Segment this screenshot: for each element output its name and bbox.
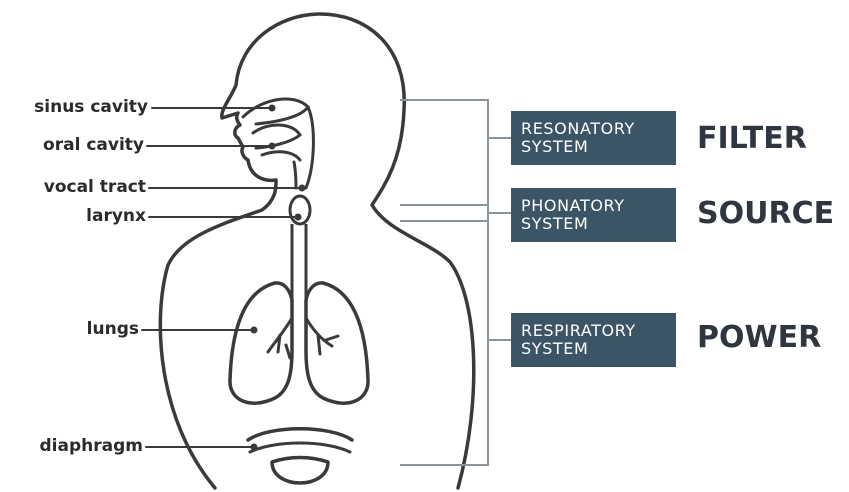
phonatory-line1: PHONATORY <box>521 197 676 215</box>
power-label: POWER <box>697 321 821 355</box>
larynx-label: larynx <box>4 206 146 226</box>
vocal-tract-front <box>294 162 296 188</box>
right-lung <box>306 283 368 403</box>
diaphragm-label: diaphragm <box>4 436 143 456</box>
vocal-tract-outline <box>306 107 313 188</box>
oral-cavity-dot <box>270 144 275 149</box>
body-outline <box>160 14 473 488</box>
diaphragm-dot <box>252 445 257 450</box>
source-label: SOURCE <box>697 197 834 231</box>
sinus-cavity-dot <box>270 106 275 111</box>
respiratory-system-box: RESPIRATORY SYSTEM <box>511 313 676 367</box>
sinus-cavity-outline <box>243 99 308 124</box>
phonatory-system-box: PHONATORY SYSTEM <box>511 188 676 242</box>
phonatory-line2: SYSTEM <box>521 215 676 233</box>
larynx-dot <box>296 215 301 220</box>
bronchi <box>268 318 338 358</box>
resonatory-line1: RESONATORY <box>521 120 676 138</box>
diaphragm-lower <box>250 443 350 452</box>
system-bracket <box>400 100 488 465</box>
vocal-tract-label: vocal tract <box>4 177 146 197</box>
filter-label: FILTER <box>697 122 807 156</box>
oral-cavity-label: oral cavity <box>4 135 144 155</box>
vocal-tract-dot <box>300 186 305 191</box>
diaphragm-shape <box>248 429 352 440</box>
lungs-dot <box>252 328 257 333</box>
abdomen-shape <box>272 458 328 484</box>
respiratory-line1: RESPIRATORY <box>521 322 676 340</box>
lungs-label: lungs <box>4 319 139 339</box>
sinus-cavity-label: sinus cavity <box>4 97 148 117</box>
resonatory-system-box: RESONATORY SYSTEM <box>511 111 676 165</box>
oral-cavity-outline <box>253 125 300 148</box>
respiratory-line2: SYSTEM <box>521 340 676 358</box>
tongue-outline <box>262 152 300 160</box>
resonatory-line2: SYSTEM <box>521 138 676 156</box>
left-lung <box>230 283 292 403</box>
